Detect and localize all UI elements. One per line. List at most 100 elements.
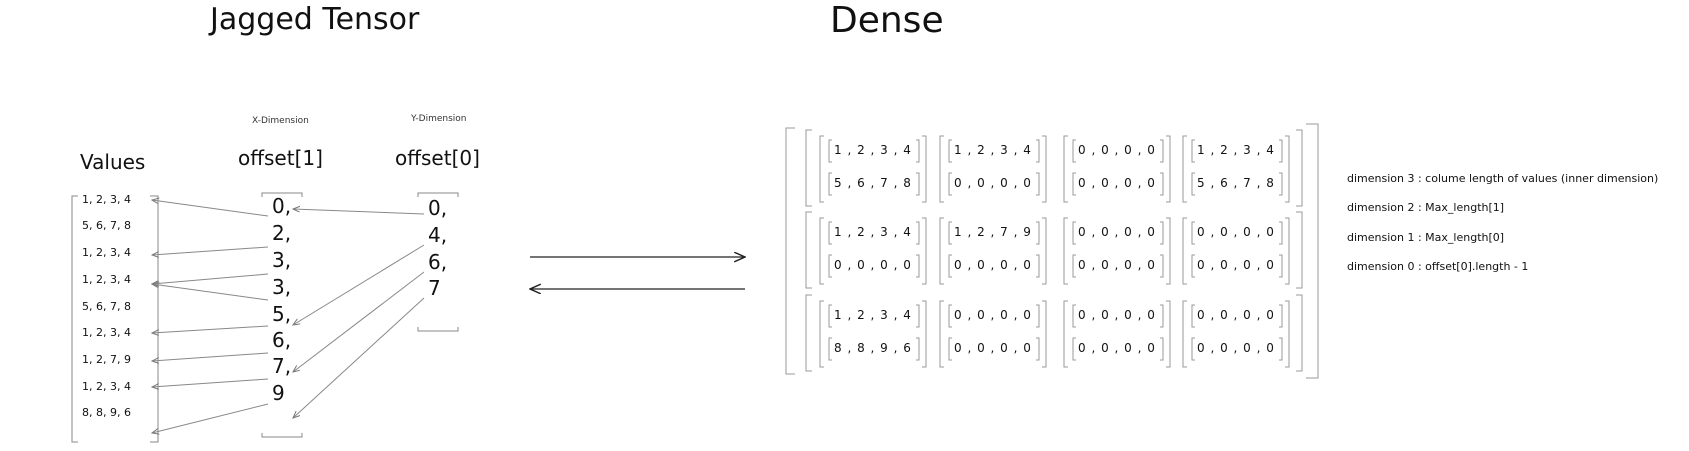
dense-vector-bracket bbox=[1072, 139, 1164, 163]
dense-block-bracket bbox=[819, 135, 927, 203]
value-row: 1, 2, 3, 4 bbox=[82, 246, 131, 259]
offset1-value: 7, bbox=[272, 354, 292, 378]
dense-vector-bracket bbox=[1191, 254, 1283, 278]
value-row: 1, 2, 7, 9 bbox=[82, 353, 131, 366]
dense-vector: 5 , 6 , 7 , 8 bbox=[834, 176, 912, 190]
dense-vector-bracket bbox=[1072, 254, 1164, 278]
dense-block-bracket bbox=[819, 300, 927, 368]
dense-vector: 1 , 2 , 3 , 4 bbox=[834, 225, 912, 239]
value-row: 5, 6, 7, 8 bbox=[82, 300, 131, 313]
dimension-note: dimension 3 : colume length of values (i… bbox=[1347, 172, 1659, 185]
dense-vector-bracket bbox=[948, 304, 1040, 328]
dense-vector: 0 , 0 , 0 , 0 bbox=[1197, 341, 1275, 355]
dense-vector-bracket bbox=[1072, 172, 1164, 196]
offset0-value: 7 bbox=[428, 276, 441, 300]
dense-vector-bracket bbox=[828, 221, 920, 245]
dense-vector: 0 , 0 , 0 , 0 bbox=[954, 341, 1032, 355]
dense-vector: 0 , 0 , 0 , 0 bbox=[1078, 176, 1156, 190]
offset0-value: 0, bbox=[428, 196, 448, 220]
dense-vector: 0 , 0 , 0 , 0 bbox=[954, 176, 1032, 190]
dense-vector-bracket bbox=[948, 139, 1040, 163]
dense-vector-bracket bbox=[948, 337, 1040, 361]
value-row: 8, 8, 9, 6 bbox=[82, 406, 131, 419]
offset1-brackets bbox=[261, 192, 303, 438]
value-row: 1, 2, 3, 4 bbox=[82, 273, 131, 286]
dense-vector: 0 , 0 , 0 , 0 bbox=[1197, 308, 1275, 322]
offset1-header: offset[1] bbox=[238, 146, 323, 170]
values-header: Values bbox=[80, 150, 146, 174]
dense-block-bracket bbox=[1063, 300, 1171, 368]
dense-vector-bracket bbox=[1191, 304, 1283, 328]
y-dimension-label: Y-Dimension bbox=[411, 114, 467, 124]
dense-vector: 0 , 0 , 0 , 0 bbox=[1078, 341, 1156, 355]
dense-vector-bracket bbox=[948, 254, 1040, 278]
dense-vector: 0 , 0 , 0 , 0 bbox=[1197, 225, 1275, 239]
offset0-arrows bbox=[293, 209, 425, 418]
dense-vector: 1 , 2 , 7 , 9 bbox=[954, 225, 1032, 239]
dense-vector-bracket bbox=[1072, 221, 1164, 245]
dense-block-bracket bbox=[1182, 135, 1290, 203]
dense-block-bracket bbox=[939, 300, 1047, 368]
offset0-value: 6, bbox=[428, 250, 448, 274]
dimension-note: dimension 0 : offset[0].length - 1 bbox=[1347, 260, 1529, 273]
offset1-value: 3, bbox=[272, 275, 292, 299]
offset0-value: 4, bbox=[428, 223, 448, 247]
offset0-header: offset[0] bbox=[395, 146, 480, 170]
dense-block-bracket bbox=[819, 217, 927, 285]
dense-vector-bracket bbox=[948, 172, 1040, 196]
values-brackets bbox=[71, 195, 159, 443]
offset1-value: 0, bbox=[272, 194, 292, 218]
dense-vector: 1 , 2 , 3 , 4 bbox=[834, 143, 912, 157]
dense-row-bracket bbox=[805, 211, 1303, 289]
dense-vector: 0 , 0 , 0 , 0 bbox=[1078, 258, 1156, 272]
value-row: 5, 6, 7, 8 bbox=[82, 219, 131, 232]
offset1-value: 2, bbox=[272, 221, 292, 245]
dense-vector: 0 , 0 , 0 , 0 bbox=[1078, 308, 1156, 322]
dense-block-bracket bbox=[1063, 135, 1171, 203]
dense-vector: 8 , 8 , 9 , 6 bbox=[834, 341, 912, 355]
dense-row-bracket bbox=[805, 294, 1303, 372]
dense-vector-bracket bbox=[1072, 304, 1164, 328]
dense-block-bracket bbox=[1182, 217, 1290, 285]
dense-title: Dense bbox=[830, 0, 944, 41]
dense-block-bracket bbox=[939, 217, 1047, 285]
offset1-value: 5, bbox=[272, 302, 292, 326]
dense-vector: 5 , 6 , 7 , 8 bbox=[1197, 176, 1275, 190]
dense-vector: 0 , 0 , 0 , 0 bbox=[1197, 258, 1275, 272]
jagged-tensor-title: Jagged Tensor bbox=[210, 2, 420, 37]
dense-vector: 0 , 0 , 0 , 0 bbox=[954, 308, 1032, 322]
x-dimension-label: X-Dimension bbox=[252, 116, 309, 126]
dense-vector: 0 , 0 , 0 , 0 bbox=[1078, 143, 1156, 157]
dense-vector-bracket bbox=[828, 304, 920, 328]
dimension-note: dimension 2 : Max_length[1] bbox=[1347, 201, 1505, 214]
dense-row-bracket bbox=[805, 129, 1303, 207]
dense-vector-bracket bbox=[1191, 139, 1283, 163]
dense-block-bracket bbox=[1182, 300, 1290, 368]
dense-vector-bracket bbox=[948, 221, 1040, 245]
offset1-value: 3, bbox=[272, 248, 292, 272]
dimension-note: dimension 1 : Max_length[0] bbox=[1347, 231, 1505, 244]
dense-vector: 1 , 2 , 3 , 4 bbox=[954, 143, 1032, 157]
offset1-value: 6, bbox=[272, 328, 292, 352]
dense-vector-bracket bbox=[1191, 221, 1283, 245]
dense-vector-bracket bbox=[1191, 172, 1283, 196]
offset1-arrows bbox=[152, 200, 269, 433]
dense-block-bracket bbox=[939, 135, 1047, 203]
dense-vector: 1 , 2 , 3 , 4 bbox=[834, 308, 912, 322]
value-row: 1, 2, 3, 4 bbox=[82, 326, 131, 339]
dense-block-bracket bbox=[1063, 217, 1171, 285]
offset0-brackets bbox=[417, 192, 459, 332]
offset1-value: 9 bbox=[272, 381, 285, 405]
dense-vector-bracket bbox=[828, 139, 920, 163]
dense-outer-bracket bbox=[785, 123, 1319, 379]
dense-vector: 0 , 0 , 0 , 0 bbox=[954, 258, 1032, 272]
dense-vector-bracket bbox=[828, 337, 920, 361]
value-row: 1, 2, 3, 4 bbox=[82, 380, 131, 393]
dense-vector: 0 , 0 , 0 , 0 bbox=[834, 258, 912, 272]
dense-vector: 1 , 2 , 3 , 4 bbox=[1197, 143, 1275, 157]
dense-vector-bracket bbox=[1072, 337, 1164, 361]
dense-vector: 0 , 0 , 0 , 0 bbox=[1078, 225, 1156, 239]
value-row: 1, 2, 3, 4 bbox=[82, 193, 131, 206]
dense-vector-bracket bbox=[1191, 337, 1283, 361]
